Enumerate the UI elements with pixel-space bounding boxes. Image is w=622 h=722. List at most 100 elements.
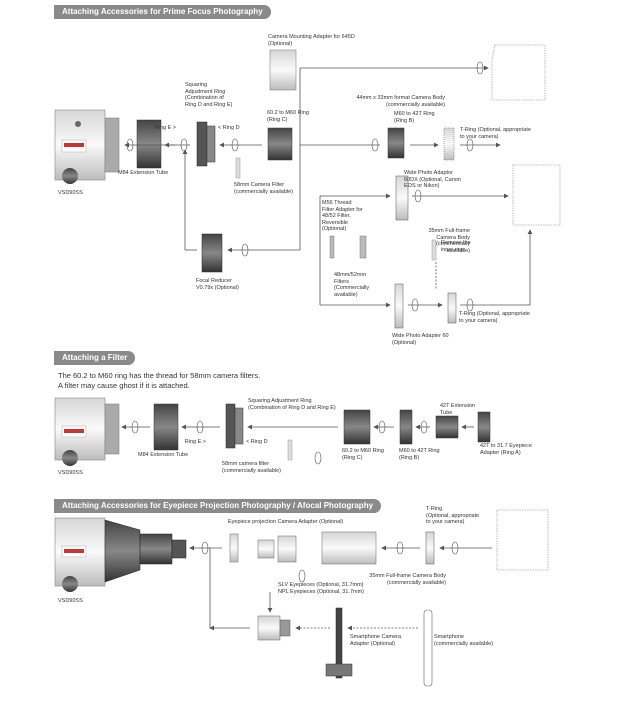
section-header-attaching-filter: Attaching a Filter [54,351,136,365]
filter-note-line: A filter may cause ghost if it is attach… [58,380,190,390]
label-line: 58mm Camera Filter [234,182,285,188]
m84-extension-tube-2 [153,403,179,451]
label-line: M60 to 42T Ring [394,111,435,117]
label-line: (commercially [436,241,470,247]
label-line: Smartphone Camera [350,634,402,640]
connection-lines-3 [189,545,492,631]
label-line: Filter Adapter for [322,206,363,213]
label-m6042b: M60 to 42T Ring(Ring B) [399,448,440,461]
label-vsd2: VSD90SS [58,470,83,477]
label-line: Smartphone [434,634,464,640]
camera-body-44x33 [491,44,546,101]
label-line: 48/52 Filter, [322,213,351,219]
label-line: < Ring D [246,439,268,445]
section-header-eyepiece-projection: Attaching Accessories for Eyepiece Proje… [54,499,382,513]
label-line: NPL Eyepieces (Optional, 31.7mm) [278,588,364,595]
label-line: 48mm/52mm [334,272,367,278]
label-line: (Ring B) [394,117,415,124]
filter-58mm [235,157,241,179]
label-line: Eyepiece projection Camera Adapter (Opti… [228,519,344,525]
label-line: Camera Mounting Adapter for 645D [268,34,355,40]
label-m60ring: 60.2 to M60 Ring(Ring C) [267,110,309,123]
camera-body-35mm-2 [496,509,549,571]
t-ring-1 [443,127,455,161]
label-line: V0.79x (Optional) [196,284,239,291]
label-line: (commercially available) [387,579,446,586]
slv-npl-eyepiece [257,615,291,641]
label-m84tube2: M84 Extension Tube [138,452,188,459]
connection-lines-1 [124,65,533,308]
label-filter58: 58mm Camera Filter(commercially availabl… [234,182,293,195]
squaring-adjustment-ring [196,121,216,167]
eyepiece-projection-adapter [229,531,377,565]
ring-b-2 [399,409,413,445]
label-line: (Ring B) [399,454,420,461]
label-ringD: < Ring D [218,125,240,132]
label-line: VSD90SS [58,470,83,476]
camera-body-35mm [512,164,561,226]
label-line: 42T to 31.7 Eyepiece [480,443,532,449]
label-line: 44mm x 33mm format Camera Body [356,95,445,101]
label-slv: SLV Eyepieces (Optional, 31.7mm)NPL Eyep… [278,582,364,595]
label-ringE: Ring E > [155,125,176,132]
label-line: to your camera) [460,133,499,140]
label-line: 60.2 to M60 Ring [342,448,384,454]
label-line: to your camera) [426,519,465,525]
label-ringD2: < Ring D [246,439,268,446]
telescope-vsd90ss-2 [54,397,120,466]
label-ringE2: Ring E > [185,439,206,446]
label-squaring2: Squaring Adjustment Ring(Combination of … [248,398,336,411]
label-line: (Optional) [268,40,293,47]
label-line: 42T Extension [440,403,476,409]
inner-ring [431,239,437,261]
label-line: M60 to 42T Ring [399,448,440,454]
label-line: Ring E > [184,439,206,445]
label-vsd: VSD90SS [58,190,83,197]
label-line: Wide Photo Adaptor [404,170,453,176]
smartphone [423,609,433,687]
label-line: (commercially available) [434,640,493,647]
label-line: < Ring D [218,125,240,131]
label-line: 60DX (Optional, Canon [404,176,461,183]
telescope-vsd90ss-3 [54,517,187,592]
focal-reducer [201,233,223,273]
label-line: (Optional, appropriate [426,512,480,519]
label-line: Wide Photo Adapter 60 [392,333,449,339]
label-line: 35mm Full-frame [428,228,470,234]
label-body35b: 35mm Full-frame Camera Body(commercially… [369,573,446,586]
label-line: (commercially available) [386,101,445,108]
label-line: (Combination of [185,95,224,101]
label-line: Squaring Adjustment Ring [248,398,312,404]
label-cam645: Camera Mounting Adapter for 645D(Optiona… [268,34,355,47]
label-m6042: M60 to 42T Ring(Ring B) [394,111,435,124]
rotation-icons-1 [126,61,484,312]
rotation-icons-2 [131,420,428,465]
label-line: M84 Extension Tube [118,170,169,176]
label-line: Camera Body [436,234,470,241]
m84-extension-tube [136,119,162,169]
label-line: EOS or Nikon) [404,183,440,189]
label-line: available) [446,247,470,254]
label-eyeproj: Eyepiece projection Camera Adapter (Opti… [228,519,343,526]
rotation-icons-3 [201,541,459,583]
label-line: (Ring C) [342,454,363,461]
label-line: inner ring [441,246,464,253]
label-line: (Ring C) [267,116,288,123]
section-header-prime-focus: Attaching Accessories for Prime Focus Ph… [54,5,271,19]
label-body44: 44mm x 33mm format Camera Body(commercia… [356,95,445,108]
label-m84tube: M84 Extension Tube [118,170,168,177]
label-line: Adapter (Ring A) [480,449,521,456]
label-line: T-Ring (Optional, appropriate [460,127,531,133]
label-line: Reversible [322,219,348,226]
t-ring-3 [425,531,435,565]
label-vsd3: VSD90SS [58,598,83,605]
label-line: (commercially available) [222,467,281,474]
label-line: T-Ring [426,506,443,512]
ring-a-42t-to-31-7 [477,411,491,443]
